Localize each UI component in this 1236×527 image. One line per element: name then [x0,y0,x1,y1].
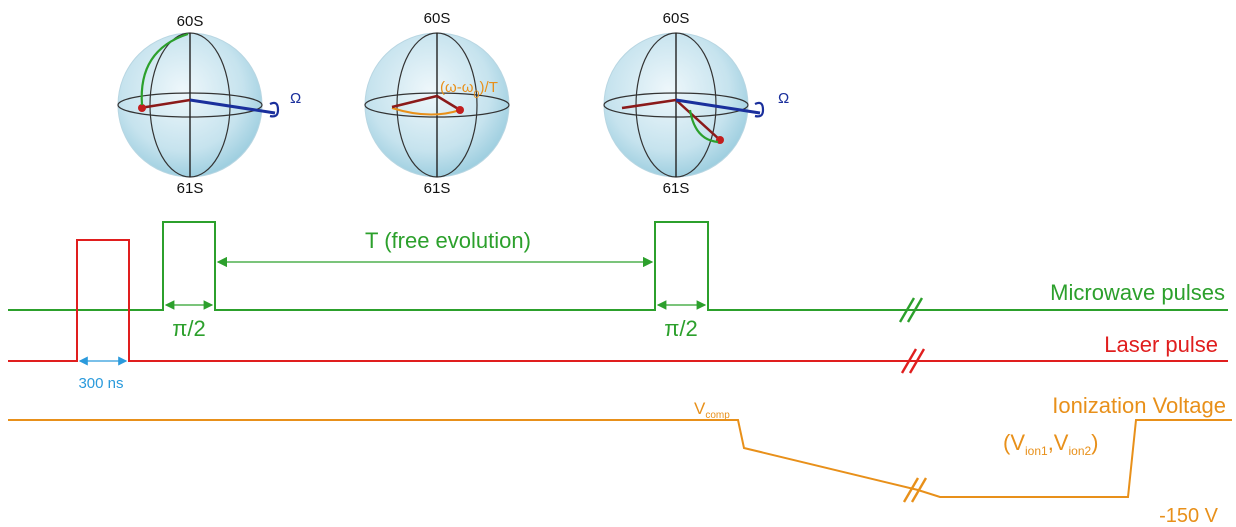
bloch-sphere-2: 60S 61S (ω-ω0)/T [364,10,510,197]
bloch-sphere-1: 60S 61S Ω [117,13,301,197]
break-mark-icon [900,348,918,374]
sphere-top-label: 60S [424,10,451,27]
microwave-label: Microwave pulses [1050,280,1225,305]
detuning-label: (ω-ω0)/T [440,79,498,101]
state-vector [621,98,677,110]
rotation-axis-vector [675,98,761,115]
ionization-channel: Vcomp Ionization Voltage (Vion1,Vion2) -… [8,393,1232,527]
free-evolution-label: T (free evolution) [365,228,531,253]
ionization-params-label: (Vion1,Vion2) [1003,430,1099,458]
laser-label: Laser pulse [1104,332,1218,357]
neg-voltage-label: -150 V [1159,505,1219,527]
sphere-top-label: 60S [177,13,204,30]
state-vector [391,94,438,109]
omega-label: Ω [290,90,301,107]
vcomp-label: Vcomp [694,399,730,421]
microwave-channel: T (free evolution) π/2 π/2 Microwave pul… [8,221,1228,341]
bloch-sphere-3: 60S 61S Ω [603,10,789,197]
sphere-bottom-label: 61S [663,180,690,197]
ionization-label: Ionization Voltage [1052,393,1226,418]
ionization-trace [8,419,1232,498]
microwave-trace [8,221,1228,311]
state-vector [139,98,191,110]
break-mark-icon [898,297,916,323]
rotation-arrow-icon [269,101,280,118]
sphere-top-label: 60S [663,10,690,27]
rotation-arrow-icon [754,101,765,118]
sphere-bottom-label: 61S [424,180,451,197]
sphere-bottom-label: 61S [177,180,204,197]
pulse2-label: π/2 [664,316,698,341]
laser-trace [8,239,1228,362]
precession-path [391,107,461,116]
omega-label: Ω [778,90,789,107]
rotation-axis-vector [189,98,276,115]
rotation-path [140,32,189,106]
break-mark-icon [902,477,920,503]
rotation-path [688,109,719,144]
laser-channel: 300 ns Laser pulse [8,239,1228,392]
laser-duration-label: 300 ns [78,375,123,392]
pulse1-label: π/2 [172,316,206,341]
